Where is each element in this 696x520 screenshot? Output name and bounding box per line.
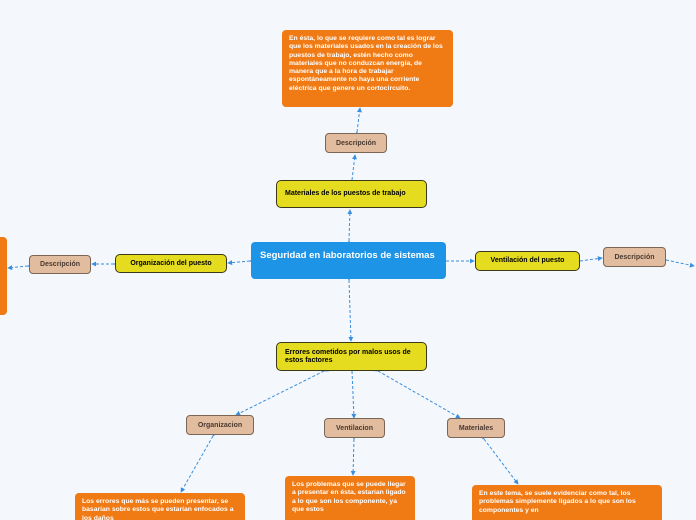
link-central-top (346, 209, 353, 246)
error-organization-node[interactable]: Organizacion (186, 415, 254, 435)
error-ventilation-note-text: Los problemas que se puede llegar a pres… (292, 481, 406, 513)
left-description-label: Descripción (39, 261, 81, 268)
link-bottom-vent (349, 366, 357, 419)
error-materials-label: Materiales (458, 424, 494, 432)
left-description-node[interactable]: Descripción (29, 255, 91, 274)
materials-topic-label: Materiales de los puestos de trabajo (285, 190, 406, 197)
left-offscreen-note[interactable] (0, 237, 7, 315)
error-materials-note[interactable]: En este tema, se suele evidenciar como t… (472, 485, 662, 520)
link-right-edge (661, 256, 695, 268)
link-sub-note (354, 107, 362, 137)
ventilation-topic-label: Ventilación del puesto (490, 257, 565, 264)
error-materials-note-text: En este tema, se suele evidenciar como t… (479, 490, 636, 514)
top-description-label: Descripción (335, 139, 377, 147)
link-central-bottom (346, 275, 354, 342)
error-organization-note[interactable]: Los errores que más se pueden presentar,… (75, 493, 245, 520)
ventilation-topic[interactable]: Ventilación del puesto (475, 251, 580, 271)
link-bottom-org (235, 366, 329, 416)
top-description-note-text: En ésta, lo que se requiere como tal es … (289, 35, 443, 92)
link-top-sub (349, 154, 357, 185)
link-org-note (180, 431, 218, 493)
error-ventilation-label: Ventilacion (336, 424, 373, 432)
organization-topic-label: Organización del puesto (130, 259, 212, 267)
link-mat-note (479, 434, 519, 485)
link-vent-note (350, 434, 357, 476)
organization-topic[interactable]: Organización del puesto (115, 254, 227, 273)
errors-topic[interactable]: Errores cometidos por malos usos de esto… (276, 342, 427, 371)
link-central-left (227, 258, 255, 266)
error-organization-label: Organizacion (197, 421, 243, 429)
link-right-sub (575, 256, 603, 265)
link-left-edge (7, 263, 33, 271)
top-description-node[interactable]: Descripción (325, 133, 387, 153)
error-ventilation-note[interactable]: Los problemas que se puede llegar a pres… (285, 476, 415, 520)
link-bottom-mat (373, 366, 461, 419)
error-ventilation-node[interactable]: Ventilacion (324, 418, 385, 438)
central-topic-label: Seguridad en laboratorios de sistemas (260, 250, 435, 261)
central-topic[interactable]: Seguridad en laboratorios de sistemas (251, 242, 446, 279)
top-description-note[interactable]: En ésta, lo que se requiere como tal es … (282, 30, 453, 107)
error-materials-node[interactable]: Materiales (447, 418, 505, 438)
errors-topic-label: Errores cometidos por malos usos de esto… (285, 348, 411, 364)
right-description-label: Descripción (614, 253, 655, 261)
right-description-node[interactable]: Descripción (603, 247, 666, 267)
error-organization-note-text: Los errores que más se pueden presentar,… (82, 498, 234, 520)
materials-topic[interactable]: Materiales de los puestos de trabajo (276, 180, 427, 208)
